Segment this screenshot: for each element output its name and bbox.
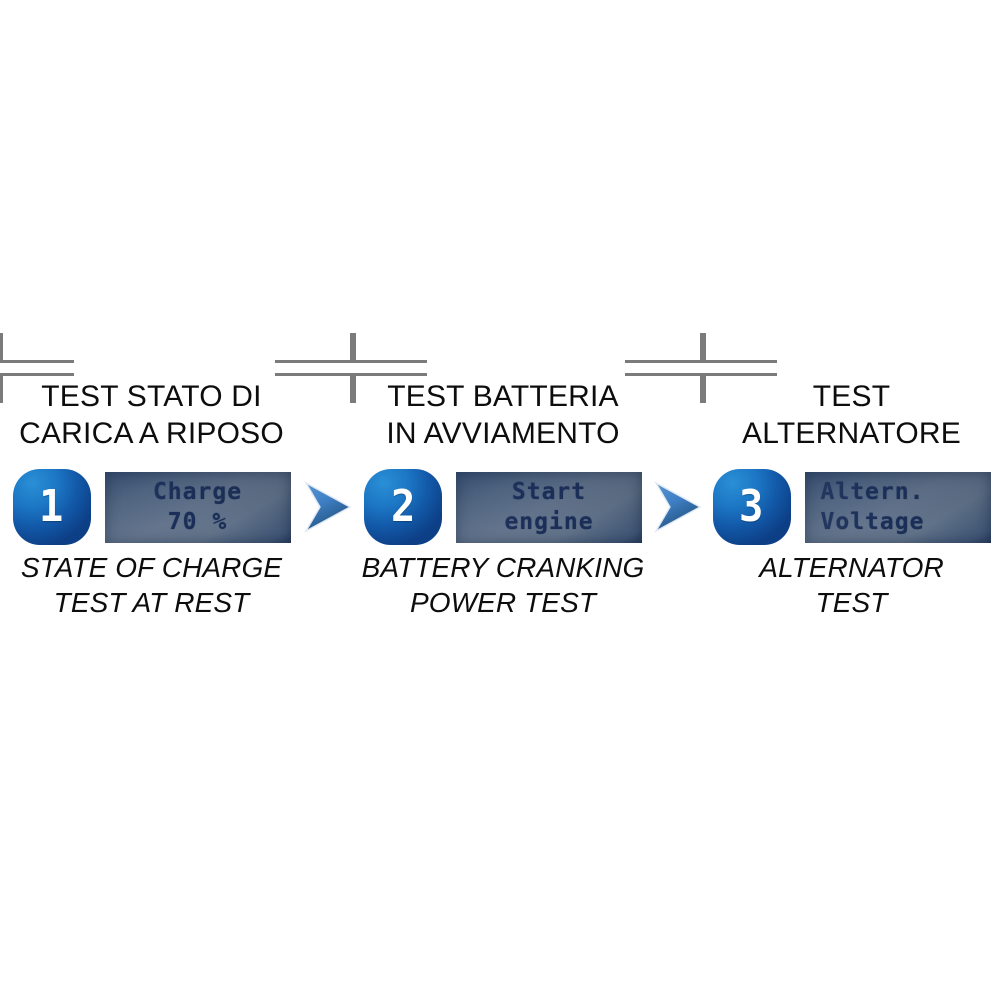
arrow-right-icon-2 [654, 481, 702, 533]
step-number-badge-2[interactable]: 2 [364, 469, 442, 545]
lcd-display-text-1: Charge 70 % [152, 479, 243, 535]
step-title-english-1: STATE OF CHARGE TEST AT REST [20, 552, 283, 618]
bracket-bottom-right-horizontal [625, 360, 703, 363]
bracket-top-left-horizontal [0, 373, 74, 376]
step-panel-1[interactable]: TEST STATO DI CARICA A RIPOSO 1 Charge 7… [0, 333, 303, 630]
step-title-italian-1: TEST STATO DI CARICA A RIPOSO [19, 380, 284, 450]
step-body-2: 2 Start engine [353, 464, 653, 550]
lcd-display-1: Charge 70 % [104, 471, 291, 543]
step-title-english-2: BATTERY CRANKING POWER TEST [361, 552, 645, 618]
bracket-top-left-horizontal [353, 373, 427, 376]
bracket-bottom-left-horizontal [0, 360, 74, 363]
arrow-cell-1 [303, 368, 353, 630]
step-number-label-2: 2 [390, 481, 416, 532]
step-number-badge-1[interactable]: 1 [12, 469, 91, 545]
steps-row: TEST STATO DI CARICA A RIPOSO 1 Charge 7… [0, 333, 1000, 630]
step-panel-3[interactable]: TEST ALTERNATORE 3 Altern. Voltage ALTER… [625, 333, 1000, 630]
lcd-display-text-2: Start engine [504, 479, 594, 535]
step-panel-2[interactable]: TEST BATTERIA IN AVVIAMENTO 2 Start engi… [275, 333, 653, 630]
bracket-bottom-left-vertical [703, 333, 706, 363]
step-number-label-1: 1 [39, 481, 64, 532]
bracket-bottom-left-horizontal [353, 360, 427, 363]
bracket-bottom-right-vertical [350, 333, 353, 363]
arrow-right-icon-1 [304, 481, 352, 533]
bracket-bottom-right-horizontal [275, 360, 353, 363]
step-number-label-3: 3 [739, 481, 764, 532]
step-title-italian-3: TEST ALTERNATORE [742, 380, 961, 450]
bracket-bottom-left-vertical [0, 333, 3, 363]
arrow-cell-2 [653, 368, 703, 630]
lcd-display-3: Altern. Voltage [804, 471, 991, 543]
lcd-display-2: Start engine [456, 471, 642, 543]
lcd-display-text-3: Altern. Voltage [820, 479, 925, 535]
bracket-bottom-right-vertical [700, 333, 703, 363]
bracket-bottom-left-horizontal [703, 360, 777, 363]
step-title-italian-2: TEST BATTERIA IN AVVIAMENTO [386, 380, 620, 450]
bracket-bottom-left-vertical [353, 333, 356, 363]
bracket-top-left-horizontal [703, 373, 777, 376]
step-title-english-3: ALTERNATOR TEST [759, 552, 944, 618]
step-body-3: 3 Altern. Voltage [703, 464, 1000, 550]
step-body-1: 1 Charge 70 % [0, 464, 303, 550]
step-number-badge-3[interactable]: 3 [712, 469, 791, 545]
